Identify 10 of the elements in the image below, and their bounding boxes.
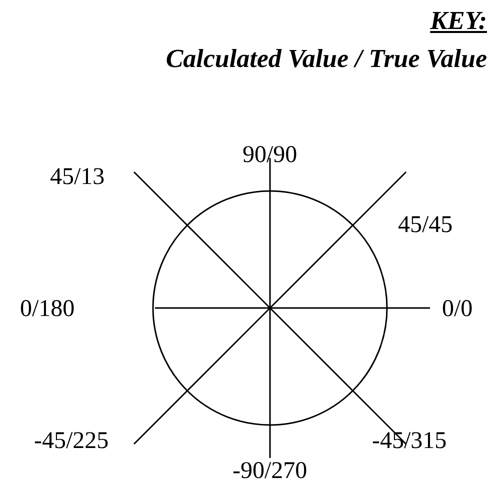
angle-label: -90/270 [232, 458, 308, 484]
key-text: Calculated Value / True Value [166, 44, 487, 74]
angle-label: 0/180 [20, 296, 75, 322]
key-heading: KEY: [430, 6, 487, 36]
angle-label: -45/225 [34, 428, 109, 454]
angle-label: 90/90 [242, 142, 298, 168]
angle-label: 45/45 [398, 212, 453, 238]
angle-label: -45/315 [372, 428, 447, 454]
angle-label: 0/0 [442, 296, 473, 322]
angle-label: 45/13 [50, 164, 105, 190]
